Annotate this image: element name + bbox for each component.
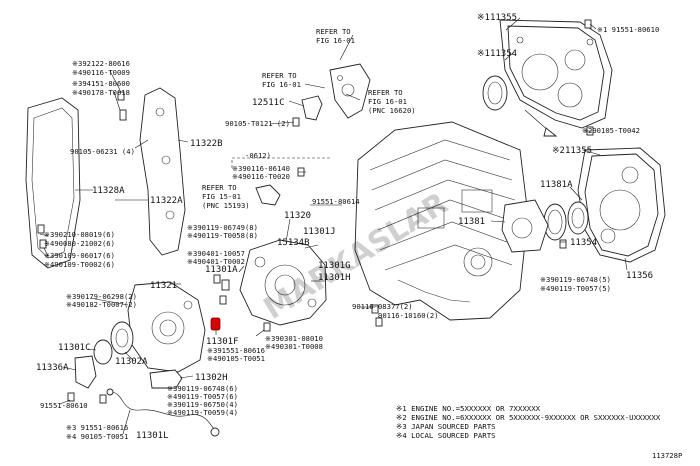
label-490080: ※490080-21002(6) [44, 239, 115, 248]
bracket-11336a [74, 355, 97, 389]
note-4: ※4 LOCAL SOURCED PARTS [396, 431, 496, 440]
rear-end-plate-top [499, 19, 613, 129]
diagram-id: 113728P [652, 451, 682, 460]
label-390301-08010: ※390301-08010 [265, 334, 323, 343]
refer-pnc-1501: (PNC 15193) [202, 201, 250, 210]
label-490116-t0009: ※490116-T0009 [72, 68, 130, 77]
label-390119-06749: ※390119-06749(8) [187, 223, 258, 232]
timing-cover-plate-11322b [139, 87, 186, 256]
label-391551-80616: ※391551-80616 [207, 346, 265, 355]
label-490301-t0008: ※490301-T0008 [265, 342, 323, 351]
label-11354-mid: 11354 [570, 238, 597, 248]
timing-sensor-11302h [149, 369, 183, 389]
label-11354-top: ※111354 [477, 49, 517, 59]
label-490119-t0058: ※490119-T0058(8) [187, 231, 258, 240]
label-11328a: 11328A [92, 186, 125, 196]
refer-to-b: REFER TO [262, 71, 297, 80]
rear-oil-seal-retainer [501, 199, 549, 253]
part-labels: ※111355 ※1 91551-80610 ※111354 REFER TO … [36, 13, 659, 441]
label-490105-t0051: ※490105-T0051 [207, 354, 265, 363]
label-11301a: 11301A [205, 265, 238, 275]
label-490116-t0020: ※490116-T0020 [232, 172, 290, 181]
label-12511c: 12511C [252, 98, 285, 108]
dipstick-guide [255, 184, 281, 206]
label-11322a: 11322A [150, 196, 183, 206]
label-390116-06140: ※390116-06140 [232, 164, 290, 173]
label-390109-06017: ※390109-06017(6) [44, 251, 115, 260]
label-11301l: 11301L [136, 431, 169, 441]
label-11301j: 11301J [303, 227, 336, 237]
label-490401-t0002: ※490401-T0002 [187, 257, 245, 266]
label-490119-t0059: ※490119-T0059(4) [167, 408, 238, 417]
refer-fig-c: FIG 16-01 [368, 97, 407, 106]
label-11301f: 11301F [206, 337, 239, 347]
label-490178: ※490178-T0018 [72, 88, 130, 97]
label-3-91551-80616: ※3 91551-80616 [66, 423, 128, 432]
label-4-90105-t0051: ※4 90105-T0051 [66, 432, 128, 441]
note-1: ※1 ENGINE NO.=5XXXXXX OR 7XXXXXX [396, 404, 541, 413]
refer-to-1501: REFER TO [202, 183, 237, 192]
label-490119-t0057-r: ※490119-T0057(5) [540, 284, 611, 293]
label-90116-10160: 90116-10160(2) [378, 311, 439, 320]
label-11301c: 11301C [58, 343, 91, 353]
label-390210: ※390210-08019(6) [44, 230, 115, 239]
engine-block [354, 121, 529, 321]
note-2: ※2 ENGINE NO.=6XXXXXX OR 5XXXXXX-9XXXXXX… [396, 413, 661, 422]
label-0612: -0612) [245, 151, 271, 160]
sensor-wire-11301l [106, 388, 220, 437]
label-90105-t0121: 90105-T0121 (2) [225, 119, 290, 128]
rear-end-plate-right [577, 147, 666, 263]
timing-gear-case-11320 [239, 239, 327, 326]
label-390119-06748-r: ※390119-06748(5) [540, 275, 611, 284]
label-11381a: 11381A [540, 180, 573, 190]
label-91551-80610: ※1 91551-80610 [597, 25, 659, 34]
label-490109-t0002: ※490109-T0002(6) [44, 260, 115, 269]
label-390401-10057: ※390401-10057 [187, 249, 245, 258]
bracket-12511c [301, 95, 323, 121]
highlighted-part-11301f [210, 317, 221, 331]
label-211355: ※211355 [552, 146, 592, 156]
label-490182: ※490182-T0007(2) [66, 300, 137, 309]
label-11355: ※111355 [477, 13, 517, 23]
alternator-bracket [329, 63, 371, 119]
dashed-bracket [231, 157, 330, 168]
label-392122: ※392122-80616 [72, 59, 130, 68]
label-490119-t0057-b: ※490119-T0057(6) [167, 392, 238, 401]
refer-fig-a: FIG 16-01 [316, 36, 355, 45]
oil-seal-top [482, 75, 508, 111]
label-15134b: 15134B [277, 238, 310, 248]
label-11302a: 11302A [115, 357, 148, 367]
label-11301h: 11301H [318, 273, 351, 283]
label-11321: 11321 [150, 281, 177, 291]
refer-fig-b: FIG 16-01 [262, 80, 301, 89]
label-394151: ※394151-80600 [72, 79, 130, 88]
label-390119-06750: ※390119-06750(4) [167, 400, 238, 409]
label-90116-08377: 90116-08377(2) [352, 302, 413, 311]
label-390119-06748-b: ※390119-06748(6) [167, 384, 238, 393]
label-11301g: 11301G [318, 261, 351, 271]
label-11336a: 11336A [36, 363, 69, 373]
refer-to-c: REFER TO [368, 88, 403, 97]
oil-seal-right [543, 201, 589, 241]
label-91551-80610-b: 91551-80610 [40, 401, 88, 410]
label-11356: 11356 [626, 271, 653, 281]
label-91551-80614: 91551-80614 [312, 197, 360, 206]
notes-block: ※1 ENGINE NO.=5XXXXXX OR 7XXXXXX ※2 ENGI… [396, 404, 661, 440]
refer-pnc-c: (PNC 16620) [368, 106, 416, 115]
leader-lines [39, 17, 628, 435]
refer-fig-1501: FIG 15-01 [202, 192, 241, 201]
label-11302h: 11302H [195, 373, 228, 383]
label-290105-t0042: ※290105-T0042 [582, 126, 640, 135]
oil-seal-front [93, 321, 134, 365]
label-90105-06231: 90105-06231 (4) [70, 147, 135, 156]
arrow-head-top [543, 127, 558, 137]
label-11322b: 11322B [190, 139, 223, 149]
label-390179: ※390179-06298(2) [66, 292, 137, 301]
label-11381: 11381 [458, 217, 485, 227]
refer-to-a: REFER TO [316, 27, 351, 36]
label-11320: 11320 [284, 211, 311, 221]
note-3: ※3 JAPAN SOURCED PARTS [396, 422, 496, 431]
